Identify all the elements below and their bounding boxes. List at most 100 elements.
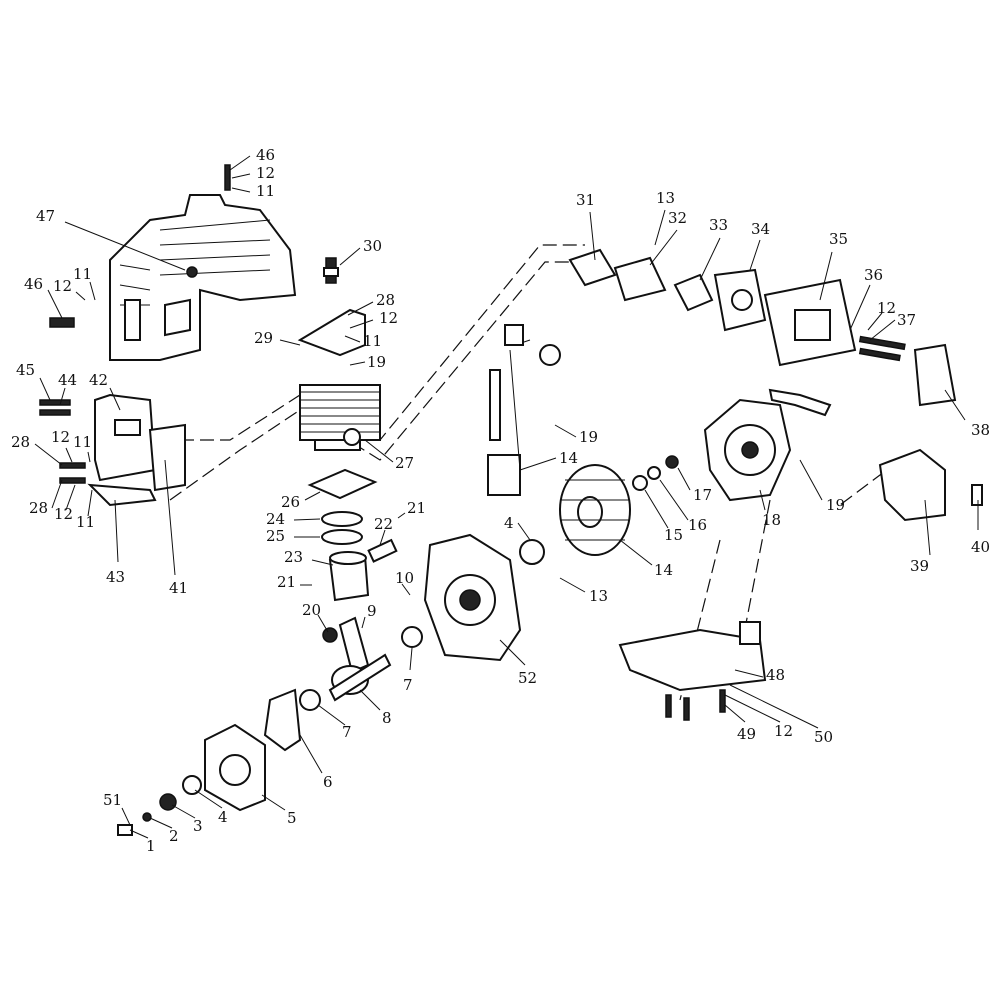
bolt	[59, 477, 86, 484]
part-label: 13	[589, 587, 608, 605]
part-label: 23	[284, 548, 303, 566]
part-label: 36	[864, 266, 883, 284]
part-label: 25	[266, 527, 285, 545]
washer	[142, 812, 152, 822]
bolt	[224, 164, 231, 191]
part-label: 52	[518, 669, 537, 687]
bearing	[182, 775, 202, 795]
part-label: 50	[814, 728, 833, 746]
part-label: 15	[664, 526, 683, 544]
part-label: 46	[256, 146, 275, 164]
part-label: 7	[342, 723, 352, 741]
part-label: 14	[559, 449, 578, 467]
washer	[632, 475, 648, 491]
carburetor	[713, 268, 767, 332]
bearing	[322, 627, 338, 643]
heat-shield-plate	[297, 308, 366, 357]
nut	[665, 455, 679, 469]
part-label: 39	[910, 557, 929, 575]
part-label: 17	[693, 486, 712, 504]
engine-cover	[109, 194, 297, 361]
part-label: 48	[766, 666, 785, 684]
part-label: 21	[277, 573, 296, 591]
part-label: 28	[11, 433, 30, 451]
part-label: 27	[395, 454, 414, 472]
screw	[683, 697, 690, 721]
assembly-line	[679, 539, 721, 701]
part-label: 8	[382, 709, 392, 727]
part-label: 28	[376, 291, 395, 309]
part-label: 44	[58, 371, 77, 389]
part-label: 47	[36, 207, 55, 225]
part-label: 19	[367, 353, 386, 371]
part-label: 12	[51, 428, 70, 446]
part-label: 37	[897, 311, 916, 329]
part-label: 11	[363, 332, 382, 350]
part-label: 5	[287, 809, 297, 827]
part-label: 19	[826, 496, 845, 514]
part-label: 18	[762, 511, 781, 529]
bolt	[39, 409, 71, 416]
screw	[719, 689, 726, 713]
part-label: 24	[266, 510, 285, 528]
piston-ring	[321, 529, 363, 545]
piston	[328, 551, 370, 602]
screw	[858, 347, 901, 362]
ignition-coil	[487, 324, 561, 496]
part-label: 51	[103, 791, 122, 809]
nut	[159, 793, 177, 811]
part-label: 12	[54, 505, 73, 523]
part-label: 9	[367, 602, 377, 620]
part-label: 26	[281, 493, 300, 511]
part-label: 28	[29, 499, 48, 517]
part-label: 12	[256, 164, 275, 182]
part-label: 3	[193, 817, 203, 835]
crankcase-half	[204, 723, 266, 812]
part-label: 46	[24, 275, 43, 293]
part-label: 11	[73, 433, 92, 451]
part-label: 22	[374, 515, 393, 533]
knob	[971, 484, 983, 506]
assembly-line	[160, 244, 585, 441]
part-label: 40	[971, 538, 990, 556]
cylinder	[299, 384, 381, 451]
part-label: 10	[395, 569, 414, 587]
intake-spacer	[613, 256, 667, 302]
gasket	[148, 423, 186, 492]
crankcase-gasket	[263, 688, 302, 752]
part-label: 1	[146, 837, 156, 855]
piston-pin	[367, 538, 398, 563]
part-label: 2	[169, 827, 179, 845]
part-label: 31	[576, 191, 595, 209]
part-label: 42	[89, 371, 108, 389]
oil-seal	[299, 689, 321, 711]
part-label: 11	[73, 265, 92, 283]
part-label: 7	[403, 676, 413, 694]
cylinder-gasket	[307, 468, 378, 500]
screw	[858, 335, 906, 351]
part-label: 30	[363, 237, 382, 255]
part-label: 21	[407, 499, 426, 517]
part-label: 19	[579, 428, 598, 446]
seal-washer	[519, 539, 545, 565]
bolt	[49, 317, 75, 328]
washer	[647, 466, 661, 480]
part-label: 41	[169, 579, 188, 597]
part-label: 16	[688, 516, 707, 534]
part-label: 4	[218, 808, 228, 826]
bolt	[59, 462, 86, 469]
leader-lines	[34, 155, 979, 839]
part-label: 35	[829, 230, 848, 248]
part-label: 12	[53, 277, 72, 295]
part-label: 11	[256, 182, 275, 200]
part-label: 34	[751, 220, 770, 238]
part-label: 33	[709, 216, 728, 234]
part-label: 6	[323, 773, 333, 791]
part-label: 38	[971, 421, 990, 439]
fuel-tank	[618, 621, 767, 692]
bolt	[117, 824, 133, 836]
part-label: 4	[504, 514, 514, 532]
part-label: 45	[16, 361, 35, 379]
